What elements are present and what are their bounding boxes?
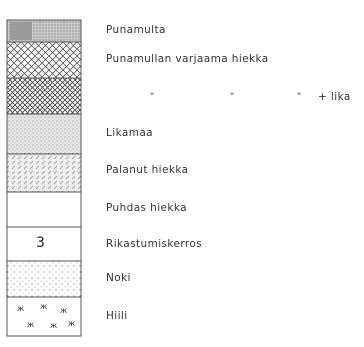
svg-text:ж: ж [40, 302, 47, 311]
label-likamaa: Likamaa [106, 127, 153, 139]
label-puhdas-hiekka: Puhdas hiekka [106, 202, 187, 214]
layer-number: 3 [36, 235, 45, 251]
svg-text:ж: ж [17, 304, 24, 313]
ditto-mark-2: " [230, 92, 234, 102]
ditto-mark-3: " [297, 92, 301, 102]
svg-text:ж: ж [50, 321, 57, 330]
swatch-noki [7, 261, 81, 297]
label-noki: Noki [106, 272, 131, 284]
label-hiili: Hiili [106, 310, 128, 322]
ditto-mark-1: " [150, 92, 154, 102]
svg-text:ж: ж [60, 306, 67, 315]
swatch-palanut-hiekka [7, 154, 81, 192]
swatch-punamullan-varjaama-hiekka-lika [7, 78, 81, 114]
label-rikastumiskerros: Rikastumiskerros [106, 238, 202, 250]
swatch-likamaa [7, 114, 81, 154]
swatch-puhdas-hiekka [7, 192, 81, 227]
swatch-punamullan-varjaama-hiekka [7, 42, 81, 78]
label-punamullan-varjaama-hiekka: Punamullan varjaama hiekka [106, 53, 269, 65]
svg-text:ж: ж [27, 320, 34, 329]
label-lika: + lika [318, 91, 351, 103]
label-palanut-hiekka: Palanut hiekka [106, 164, 188, 176]
label-punamulta: Punamulta [106, 24, 166, 36]
svg-text:ж: ж [68, 319, 75, 328]
